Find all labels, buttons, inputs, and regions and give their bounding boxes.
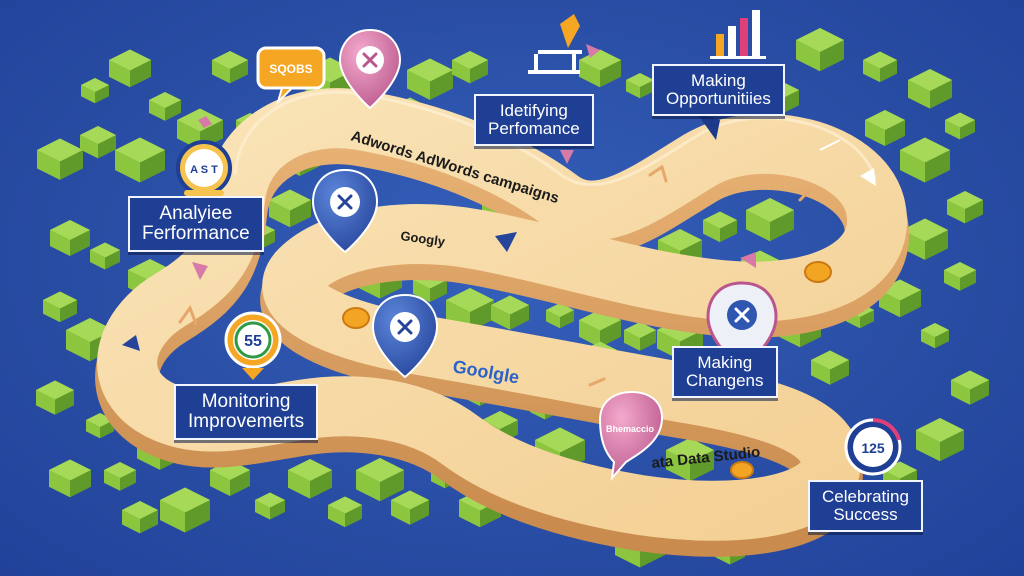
foliage-block xyxy=(921,323,949,349)
decor-pennants xyxy=(122,112,876,351)
foliage-block xyxy=(391,490,429,525)
foliage-block xyxy=(947,191,983,224)
monitor-badge-number: 55 xyxy=(244,333,262,350)
foliage-block xyxy=(43,291,77,323)
label-making-opportunities: Making Opportunitiies xyxy=(652,64,785,116)
foliage-block xyxy=(902,218,948,260)
foliage-block xyxy=(452,51,488,84)
label-line: Success xyxy=(833,504,898,524)
pin-top xyxy=(338,28,402,110)
coins xyxy=(342,261,832,479)
foliage-block xyxy=(951,370,989,405)
coin xyxy=(342,307,370,329)
foliage-block xyxy=(811,350,849,385)
foliage-block xyxy=(160,487,210,533)
foliage-block xyxy=(269,189,311,228)
foliage-block xyxy=(37,138,83,180)
foliage-block xyxy=(288,459,332,499)
close-x-icon xyxy=(734,307,750,323)
coin xyxy=(730,461,754,479)
foliage-block xyxy=(212,51,248,84)
foliage-block xyxy=(109,49,151,88)
label-analyze-performance: Analyiee Ferformance xyxy=(128,196,264,252)
foliage-block xyxy=(50,220,90,256)
label-line: Celebrating xyxy=(822,487,909,506)
pin-center xyxy=(371,293,439,379)
clock-badge: A S T xyxy=(176,116,232,196)
label-making-changes: Making Changens xyxy=(672,346,778,398)
foliage-block xyxy=(122,501,158,534)
close-x-icon xyxy=(397,319,413,335)
heart-bubble-badge: Bhemaccio xyxy=(598,390,664,482)
label-line: Changens xyxy=(686,370,764,390)
foliage-block xyxy=(81,78,109,104)
foliage-block xyxy=(944,262,976,291)
foliage-block xyxy=(626,73,654,99)
speech-bubble-badge: SQOBS xyxy=(256,46,326,106)
bar-chart-icon xyxy=(710,10,766,59)
speech-bubble-text: SQOBS xyxy=(269,62,312,76)
foliage-block xyxy=(115,137,165,183)
foliage-block xyxy=(865,110,905,146)
foliage-block xyxy=(703,211,737,243)
foliage-block xyxy=(255,492,285,520)
success-badge-number: 125 xyxy=(861,440,885,456)
road-text-google-small: Googly xyxy=(400,228,447,249)
label-line: Ferformance xyxy=(142,222,250,244)
success-badge: 125 xyxy=(844,418,902,476)
label-line: Making xyxy=(697,353,753,372)
foliage-block xyxy=(546,303,574,329)
foliage-block xyxy=(36,380,74,415)
foliage-block xyxy=(908,69,952,109)
foliage-block xyxy=(49,459,91,498)
foliage-block xyxy=(149,92,181,121)
close-x-icon xyxy=(337,194,353,210)
foliage-block xyxy=(90,242,120,270)
foliage-block xyxy=(104,462,136,491)
label-celebrating-success: Celebrating Success xyxy=(808,480,923,532)
coin xyxy=(804,261,832,283)
label-line: Improvemerts xyxy=(188,410,305,432)
foliage-block xyxy=(746,198,794,242)
close-x-icon xyxy=(362,52,378,68)
pin-mid-left xyxy=(311,168,379,254)
foliage-block xyxy=(900,137,950,183)
foliage-block xyxy=(579,309,621,348)
label-line: Perfomance xyxy=(488,118,580,138)
foliage-block xyxy=(863,51,897,83)
clock-badge-text: A S T xyxy=(190,164,218,176)
label-line: Idetifying xyxy=(499,101,568,120)
foliage-block xyxy=(491,295,529,330)
label-monitoring-improvements: Monitoring Improvemerts xyxy=(174,384,319,440)
label-line: Opportunitiies xyxy=(666,88,771,108)
label-line: Making xyxy=(691,71,746,90)
foliage-block xyxy=(328,496,362,528)
foliage-block xyxy=(579,49,621,88)
foliage-block xyxy=(624,322,656,351)
heart-bubble-text: Bhemaccio xyxy=(606,424,655,434)
foliage-block xyxy=(666,438,714,482)
road-highlight xyxy=(233,90,877,186)
foliage-block xyxy=(916,418,964,462)
foliage-block xyxy=(356,458,404,502)
foliage-block xyxy=(80,126,116,159)
monitor-badge: 55 xyxy=(224,311,282,380)
road-markings xyxy=(178,164,812,387)
label-line: Analyiee xyxy=(159,203,233,224)
foliage-block xyxy=(945,112,975,140)
foliage-block xyxy=(407,58,453,100)
label-identifying-performance: Idetifying Perfomance xyxy=(474,94,594,146)
trophy-icon xyxy=(528,14,600,74)
label-line: Monitoring xyxy=(201,391,291,412)
foliage-block xyxy=(796,28,844,72)
